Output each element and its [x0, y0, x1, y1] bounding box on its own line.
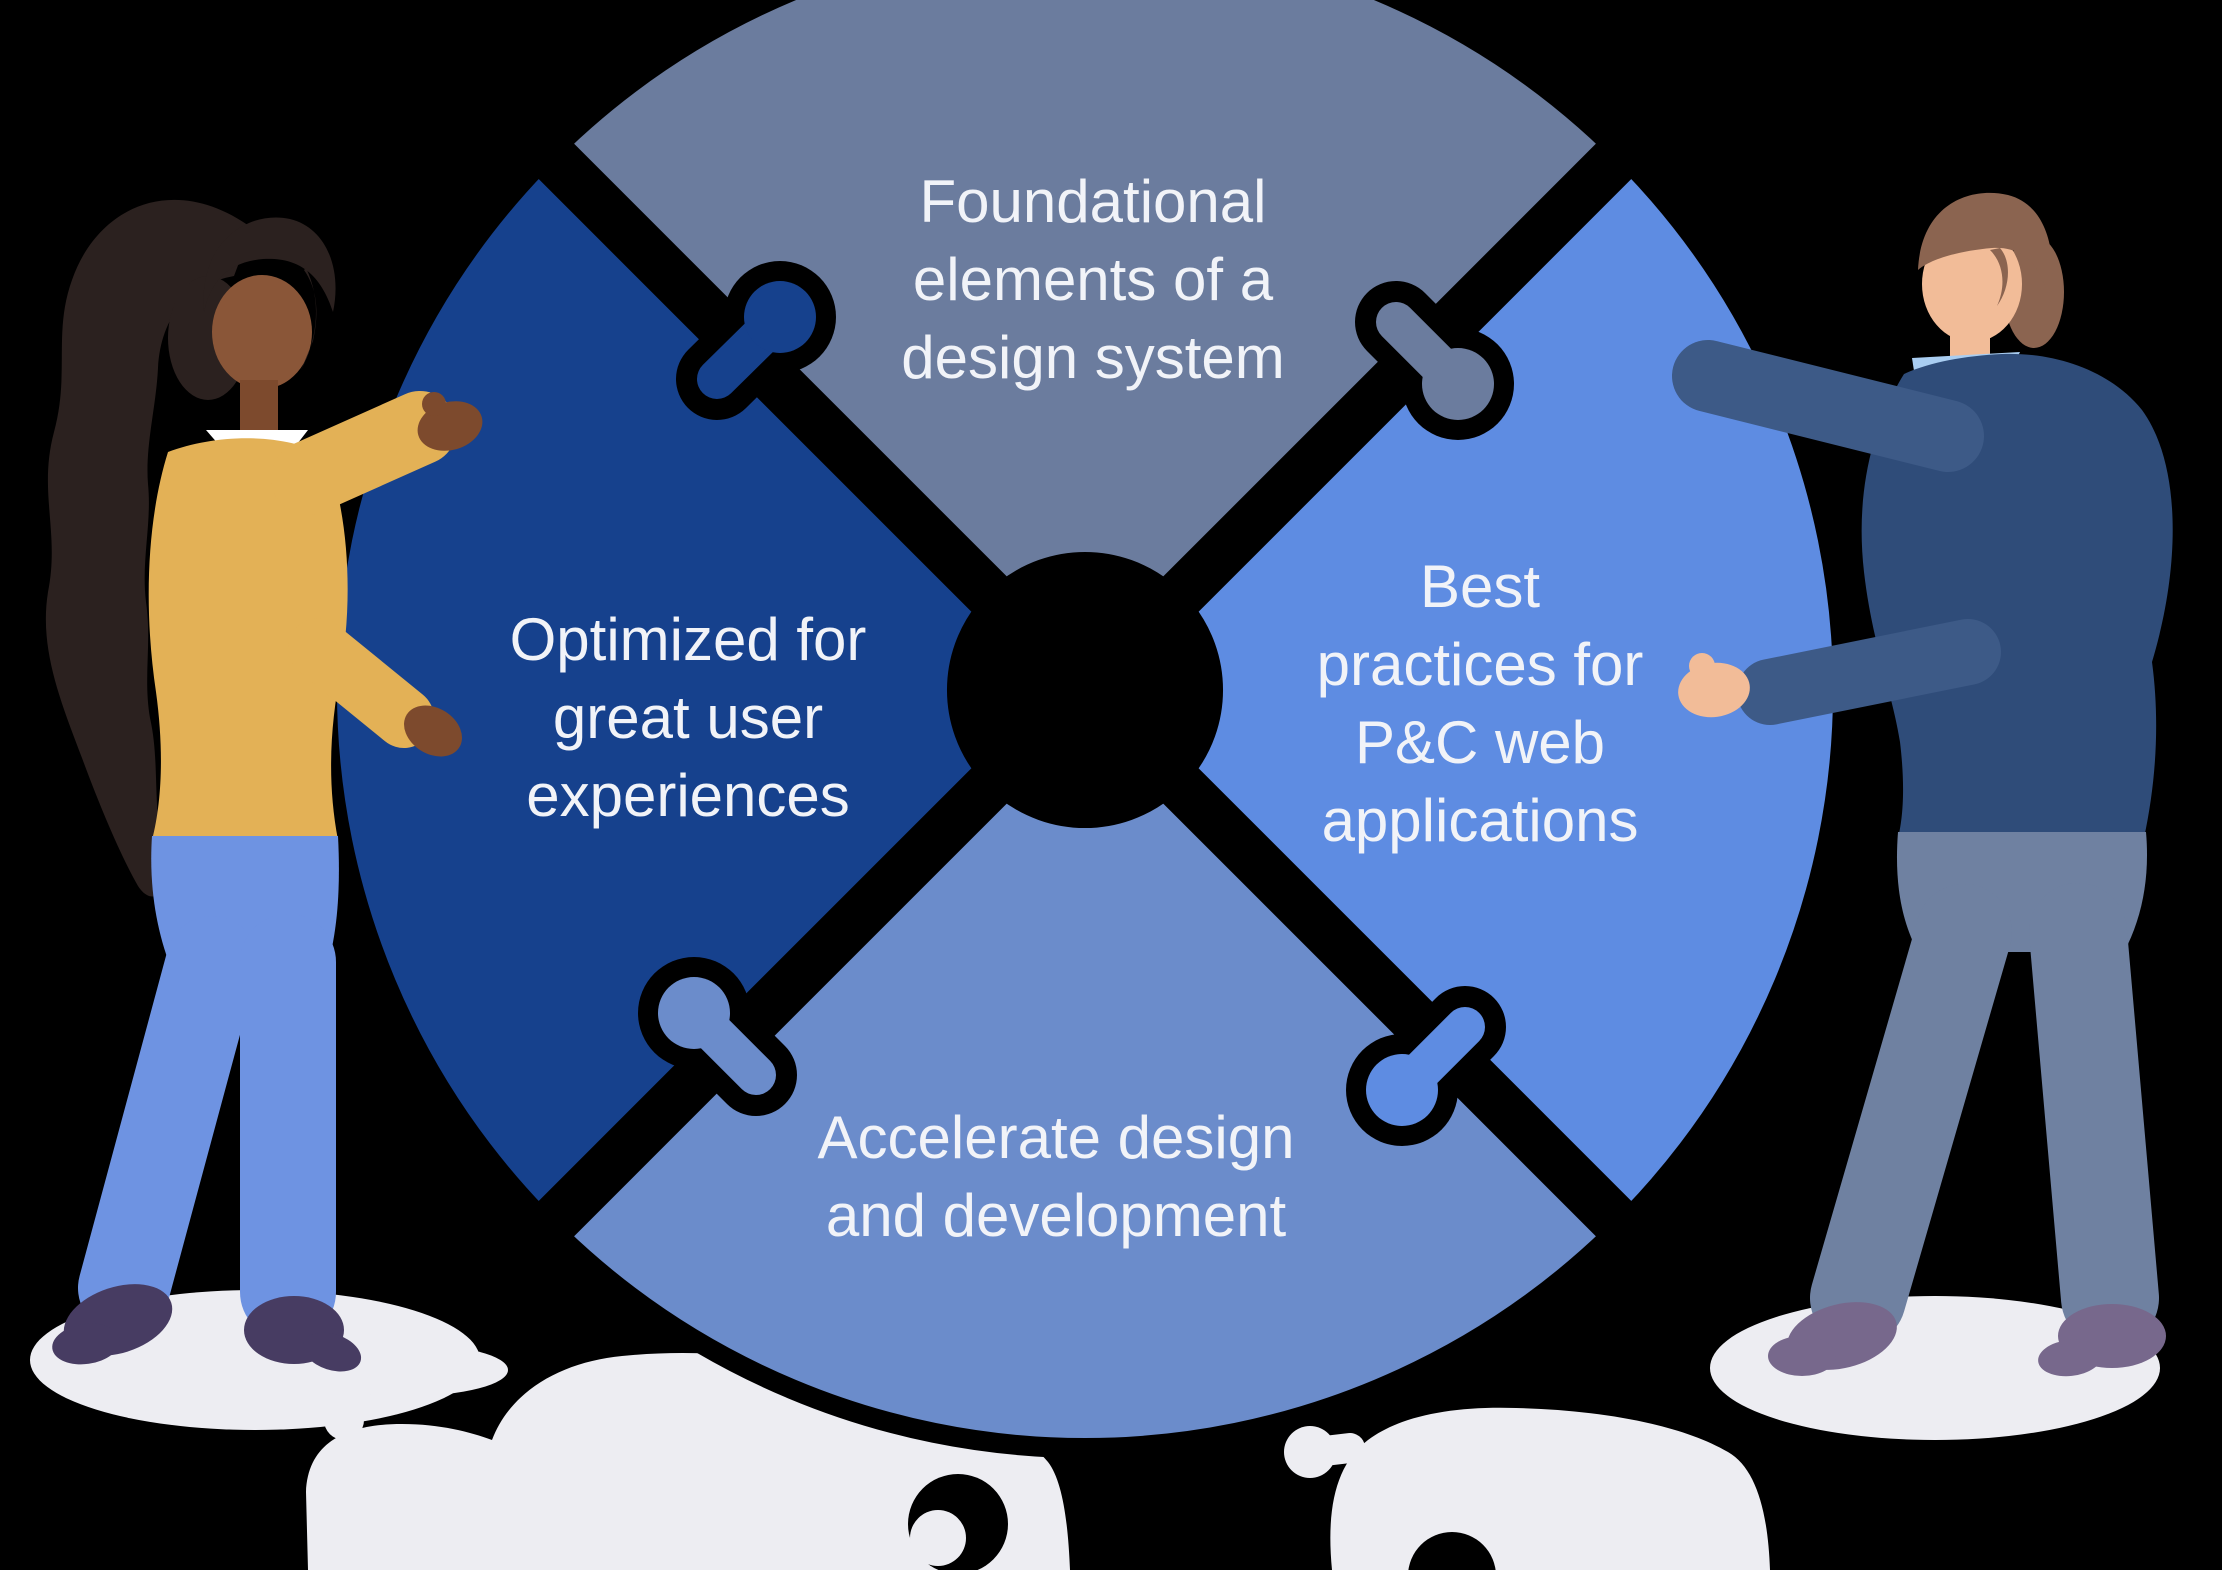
tab-knob	[1366, 1054, 1438, 1126]
puzzle-tab-left-top	[676, 261, 836, 420]
tab-knob	[658, 977, 730, 1049]
woman-raised-arm	[271, 391, 457, 515]
puzzle-tab-bottom-left	[638, 957, 797, 1116]
man-upper-arm	[1672, 340, 1984, 472]
puzzle-center-hole	[967, 572, 1203, 808]
puzzle-tab-right-bottom	[1346, 986, 1506, 1146]
woman-face	[212, 275, 312, 389]
tab-knob	[744, 281, 816, 353]
right-puzzle-shadow	[1330, 1407, 1770, 1570]
man-back-leg	[2029, 883, 2159, 1347]
man-shoes	[1768, 1302, 2166, 1377]
woman-neck	[240, 380, 278, 434]
shadow-notch-knob	[910, 1510, 966, 1566]
puzzle-tab-top-right	[1355, 281, 1514, 440]
puzzle-piece-left	[317, 154, 995, 1226]
puzzle-pieces	[317, 0, 1853, 1458]
woman-thumb	[422, 392, 446, 416]
shadow-notch	[1408, 1532, 1496, 1570]
man-hair-fringe	[1990, 248, 2008, 306]
woman-front-leg	[78, 916, 258, 1334]
man-front-shoe-toe	[1768, 1336, 1836, 1376]
woman-right-shoe-toe	[302, 1332, 362, 1372]
man-thumb	[1689, 653, 1715, 679]
shadow-knob	[324, 1400, 364, 1440]
man-lower-arm	[1737, 619, 2001, 725]
man-hair-top	[1918, 192, 2053, 302]
woman-lower-arm	[288, 618, 434, 748]
woman-with-ponytail	[45, 199, 483, 1372]
puzzle-piece-bottom	[549, 780, 1621, 1458]
woman-left-shoe-toe	[52, 1323, 120, 1365]
woman-hair-top	[203, 217, 336, 312]
puzzle-tabs	[638, 261, 1514, 1146]
woman-lower-hand	[404, 705, 462, 757]
woman-ponytail	[45, 199, 252, 897]
man-in-sweater	[1672, 192, 2173, 1377]
shadow-knob	[1284, 1426, 1336, 1478]
man-front-leg	[1810, 884, 2012, 1346]
tab-knob	[1422, 348, 1494, 420]
puzzle-piece-top	[549, 0, 1621, 600]
woman-shoes	[52, 1284, 362, 1372]
man-sweater-torso	[1861, 353, 2173, 838]
man-back-shoe-toe	[2038, 1339, 2102, 1377]
woman-sweater-torso	[148, 438, 348, 840]
